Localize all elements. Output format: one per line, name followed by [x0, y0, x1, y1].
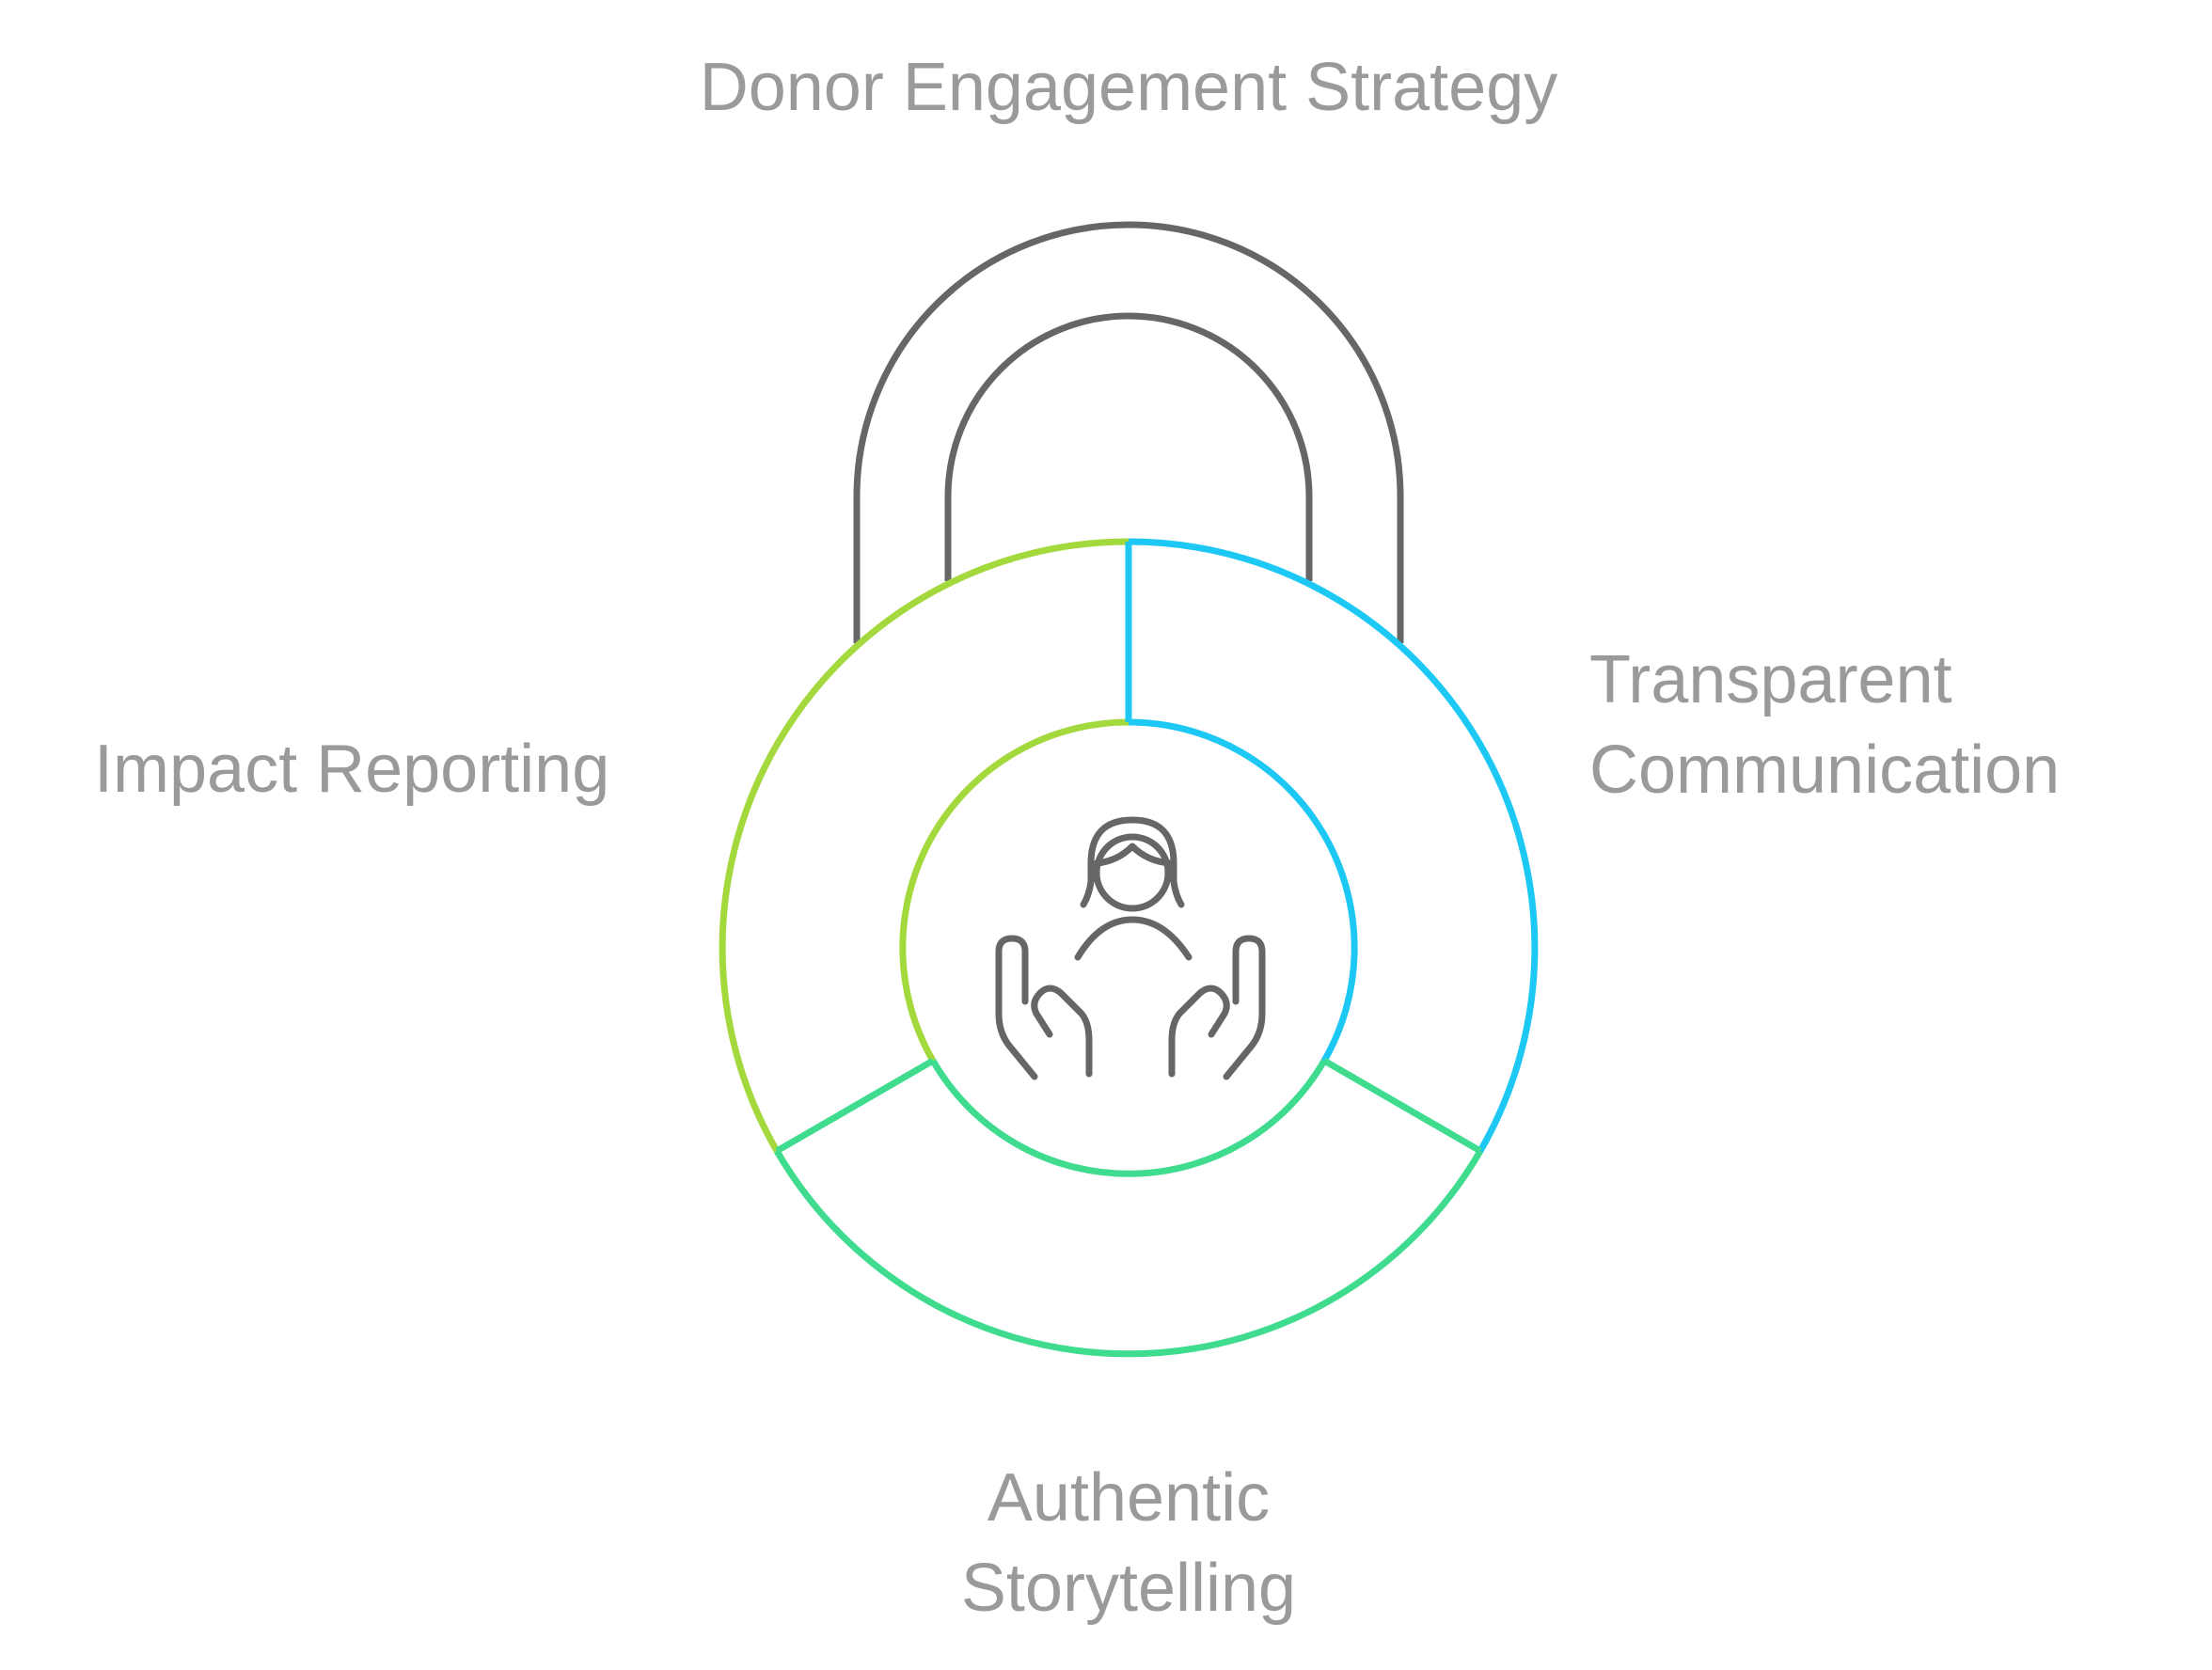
label-authentic-line1: Authentic — [987, 1460, 1271, 1536]
left-hand — [995, 935, 1093, 1080]
person-head — [1093, 833, 1172, 912]
shackle-inner — [944, 312, 1313, 581]
label-impact-reporting: Impact Reporting — [94, 732, 610, 807]
person-hair-left — [1080, 859, 1095, 908]
shackle-outer — [853, 221, 1404, 643]
segment-impact-outer-arc — [719, 538, 1130, 1153]
segment-authentic-inner-arc — [929, 1059, 1328, 1177]
person-shoulders — [1074, 916, 1193, 961]
padlock-shackle — [853, 221, 1404, 643]
label-authentic-line2: Storytelling — [960, 1551, 1297, 1626]
lock-body-ring — [719, 538, 1539, 1358]
label-transparent-line1: Transparent — [1589, 642, 1952, 717]
person-hair — [1087, 816, 1185, 908]
segment-impact-inner-arc — [899, 718, 1130, 1063]
right-hand — [1168, 935, 1266, 1080]
lock-inner-ring — [899, 718, 1358, 1177]
segment-transparent-inner-arc — [1128, 718, 1358, 1063]
divider-lower-right — [1322, 1057, 1482, 1155]
label-authentic-storytelling: Authentic Storytelling — [0, 1453, 2212, 1633]
segment-dividers — [775, 542, 1482, 1155]
divider-lower-left — [775, 1057, 935, 1155]
diagram-title: Donor Engagement Strategy — [699, 50, 1558, 125]
label-transparent-communication: Transparent Communication — [1589, 635, 2060, 815]
label-transparent-line2: Communication — [1589, 733, 2061, 808]
person-bangs — [1093, 843, 1174, 867]
segment-transparent-outer-arc — [1128, 538, 1539, 1153]
person-in-hands-icon — [995, 816, 1266, 1080]
segment-authentic-outer-arc — [773, 1149, 1484, 1358]
